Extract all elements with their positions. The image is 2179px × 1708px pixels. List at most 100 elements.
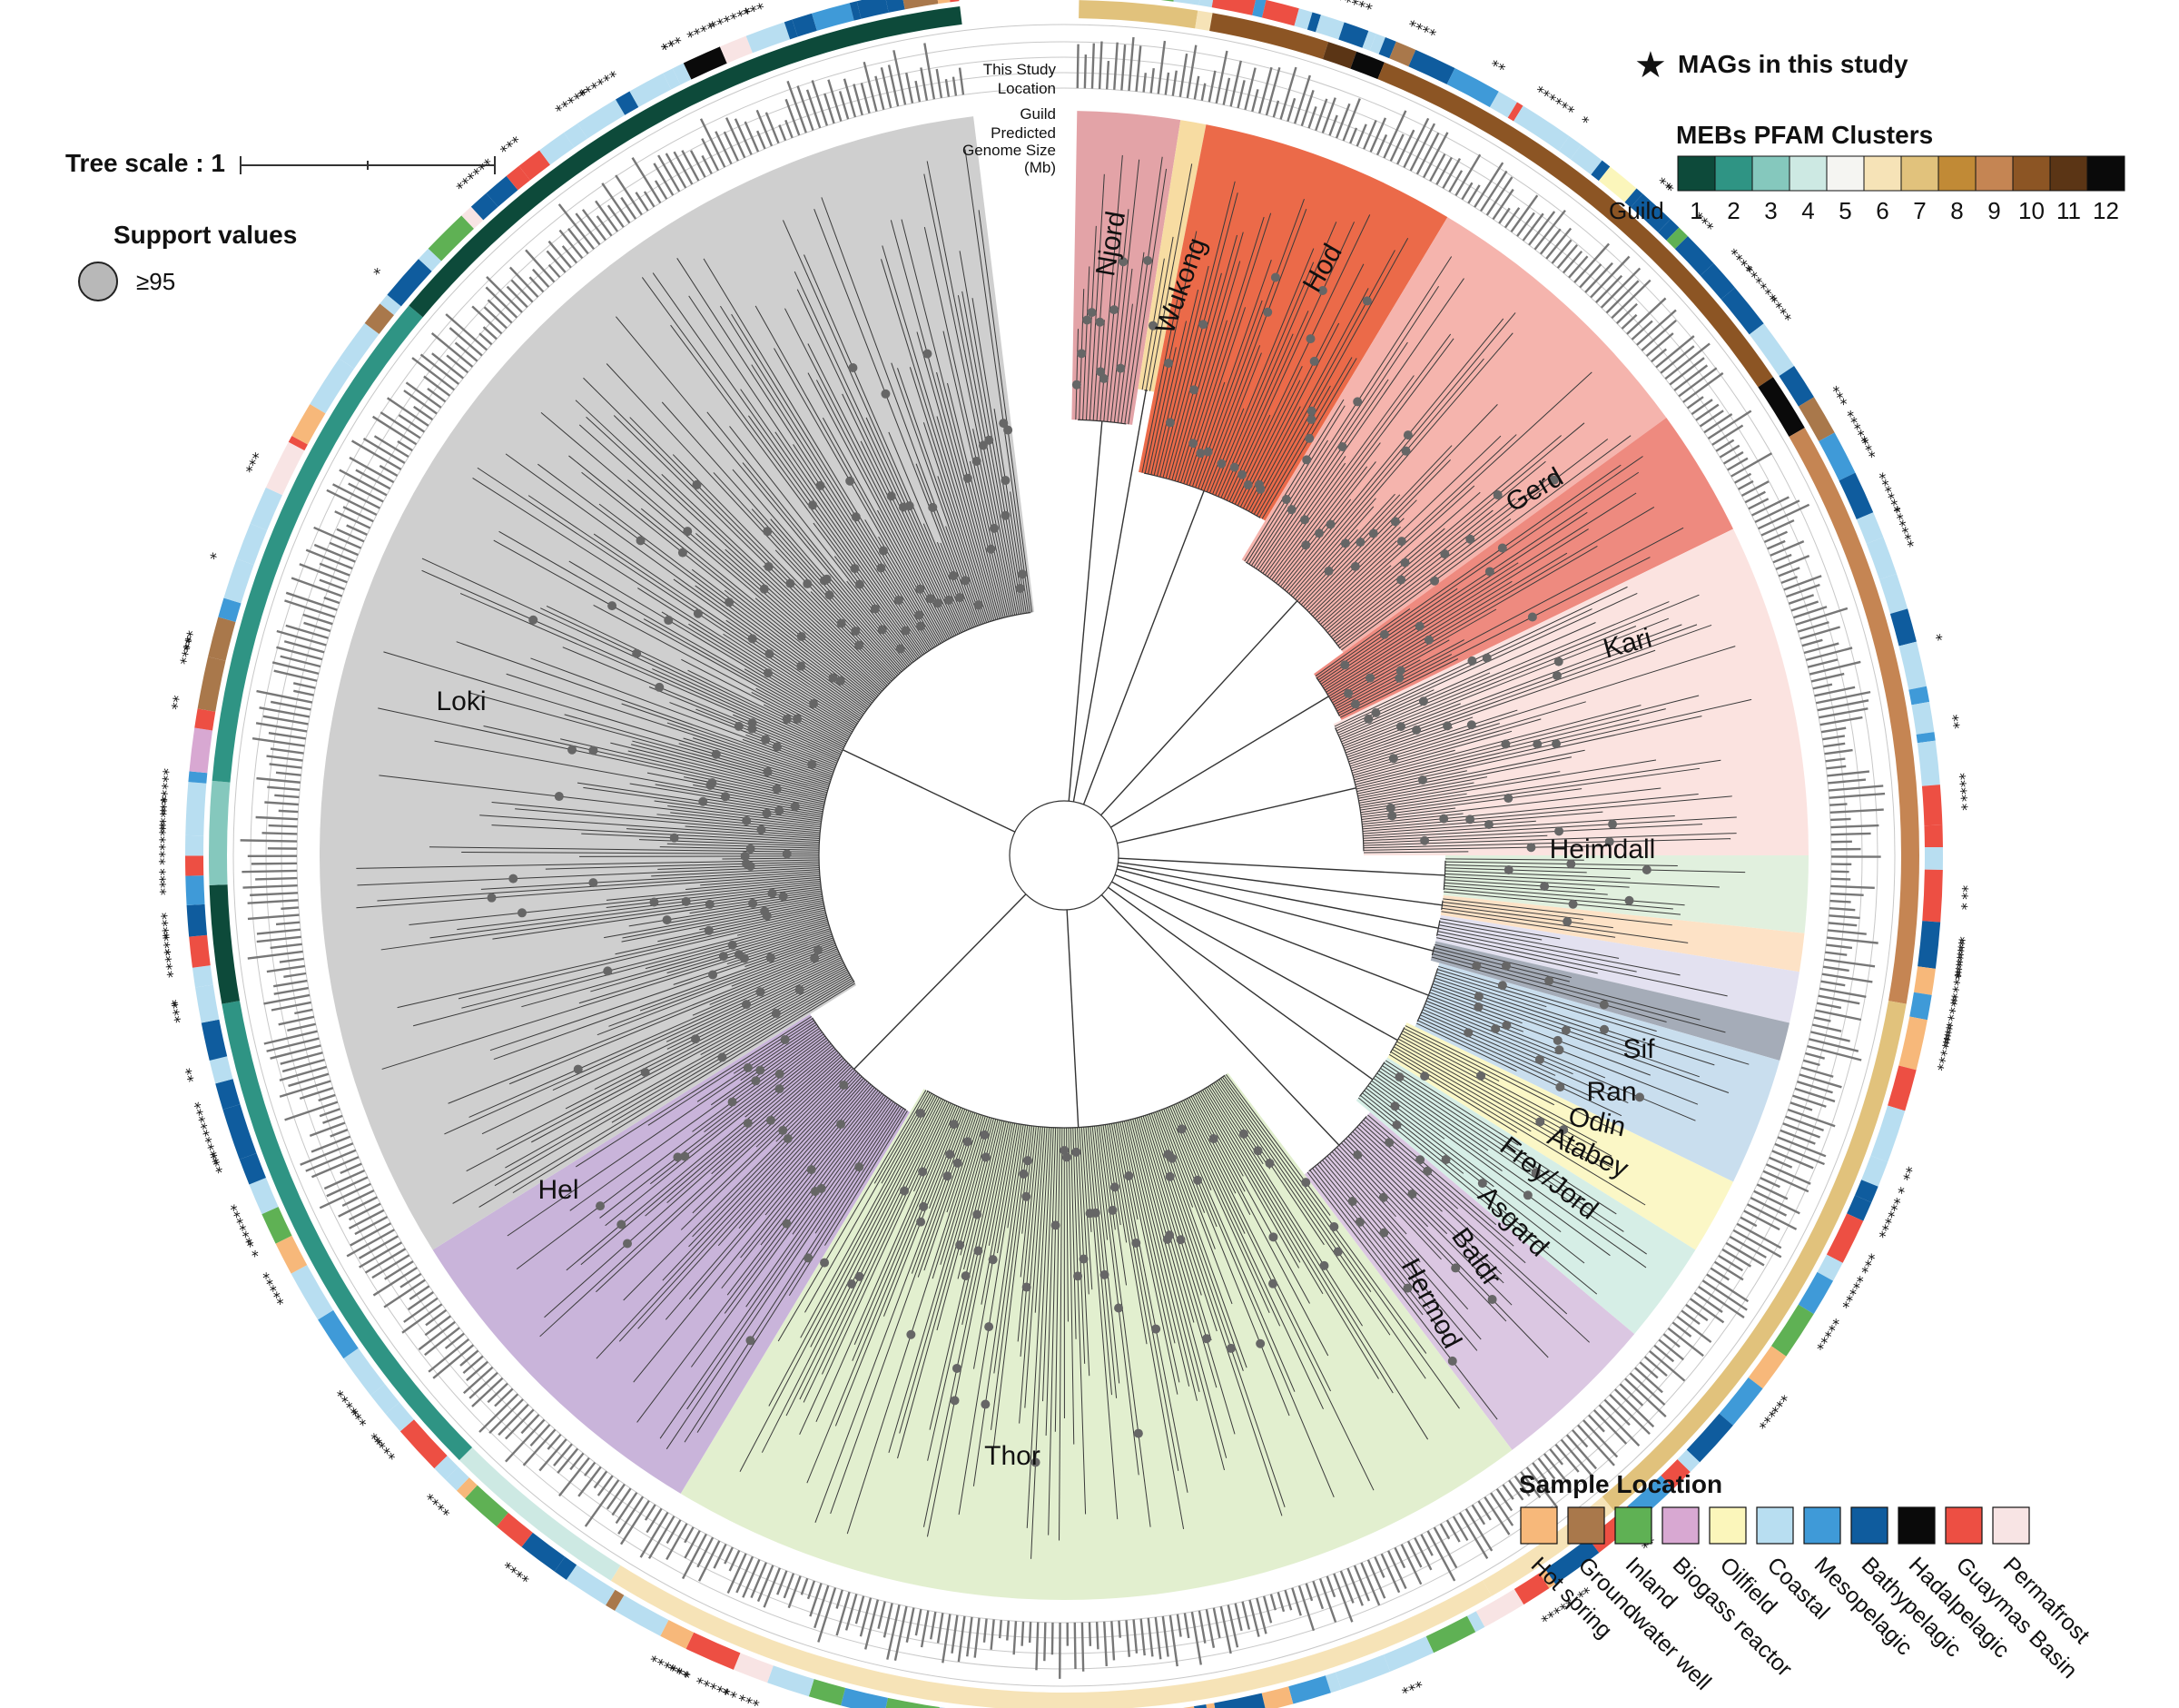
svg-text:******: ****** xyxy=(156,822,174,865)
star-legend-label: MAGs in this study xyxy=(1678,50,1908,78)
svg-text:**: ** xyxy=(1895,1162,1916,1182)
clade-label-hel: Hel xyxy=(537,1175,578,1205)
svg-text:**: ** xyxy=(168,695,187,712)
svg-text:*****: ***** xyxy=(156,795,175,833)
guild-number-1: 1 xyxy=(1690,197,1702,224)
svg-text:***: *** xyxy=(168,1000,189,1024)
guild-swatch-10 xyxy=(2012,155,2051,192)
location-swatch-hadalpelagic xyxy=(1898,1506,1936,1545)
svg-text:**: ** xyxy=(1944,714,1963,731)
clade-label-sif: Sif xyxy=(1622,1034,1655,1064)
svg-text:*****: ***** xyxy=(1335,0,1375,18)
svg-text:*****: ***** xyxy=(1809,1313,1843,1353)
guild-number-11: 11 xyxy=(2056,197,2081,224)
svg-text:*****: ***** xyxy=(1839,408,1872,448)
svg-text:*: * xyxy=(1953,803,1970,811)
svg-text:******: ****** xyxy=(707,4,754,35)
location-swatch-inland xyxy=(1614,1506,1652,1545)
svg-text:***: *** xyxy=(737,1686,764,1708)
svg-text:**: ** xyxy=(1954,884,1972,900)
svg-text:****: **** xyxy=(501,1555,535,1586)
ring-labels: This Study Location Guild Predicted Geno… xyxy=(962,61,1056,176)
guild-number-4: 4 xyxy=(1801,197,1814,224)
svg-text:*: * xyxy=(1928,632,1946,643)
ring-label-mb: (Mb) xyxy=(1024,159,1056,176)
svg-text:*: * xyxy=(775,1700,788,1708)
svg-text:**: ** xyxy=(658,36,679,58)
ring-label-guild: Guild xyxy=(1020,105,1056,123)
tree-hub xyxy=(860,651,1268,1060)
location-swatch-mesopelagic xyxy=(1803,1506,1841,1545)
ring-label-predicted: Predicted xyxy=(991,124,1056,142)
svg-text:*: * xyxy=(1889,1183,1908,1196)
svg-text:******: ****** xyxy=(158,912,179,956)
location-swatch-groundwater-well xyxy=(1567,1506,1605,1545)
genome-size-ring xyxy=(232,24,1896,1687)
ring-label-location: Location xyxy=(998,80,1056,97)
location-swatch-oilfield xyxy=(1709,1506,1747,1545)
guild-legend-title: MEBs PFAM Clusters xyxy=(1676,121,1933,149)
location-ring xyxy=(185,0,1943,1708)
svg-text:*****: ***** xyxy=(157,767,177,805)
svg-text:***: *** xyxy=(1935,1022,1956,1047)
svg-text:****: **** xyxy=(423,1486,456,1519)
svg-text:*: * xyxy=(206,550,225,563)
svg-text:***: *** xyxy=(180,629,202,655)
guild-swatch-4 xyxy=(1789,155,1828,192)
guild-swatch-3 xyxy=(1751,155,1790,192)
clade-wedge-hel xyxy=(432,1013,911,1494)
svg-text:**: ** xyxy=(156,881,174,896)
clade-wedge-odin xyxy=(1435,914,1799,1023)
svg-text:*: * xyxy=(1943,995,1961,1005)
svg-text:*: * xyxy=(168,998,186,1008)
guild-swatch-2 xyxy=(1714,155,1753,192)
star-legend: ★ MAGs in this study xyxy=(1634,44,1908,86)
svg-text:******: ****** xyxy=(1301,1702,1347,1708)
support-node-swatch xyxy=(78,262,118,301)
svg-text:**: ** xyxy=(156,868,173,883)
guild-number-6: 6 xyxy=(1876,197,1888,224)
tree-scale-label: Tree scale : 1 xyxy=(65,149,225,177)
svg-text:***: *** xyxy=(497,133,525,160)
guild-number-8: 8 xyxy=(1950,197,1963,224)
ring-label-this-study: This Study xyxy=(983,61,1057,78)
clade-label-thor: Thor xyxy=(984,1441,1040,1471)
support-nodes xyxy=(487,255,1652,1467)
svg-text:**: ** xyxy=(182,1065,202,1083)
svg-text:******: ****** xyxy=(648,1647,695,1682)
svg-text:***: *** xyxy=(161,947,181,971)
clade-wedge-kari xyxy=(1314,418,1734,720)
svg-text:*: * xyxy=(160,931,178,940)
svg-text:*****: ***** xyxy=(1947,938,1967,976)
clade-wedge-asgard xyxy=(1387,1022,1734,1250)
clade-wedge-njord xyxy=(1071,111,1181,425)
ring-label-genome-size: Genome Size xyxy=(962,142,1056,159)
clade-wedge-atabey xyxy=(1430,941,1790,1061)
star-icon: ★ xyxy=(1634,44,1667,86)
svg-text:******: ****** xyxy=(227,1200,261,1248)
guild-number-9: 9 xyxy=(1987,197,2000,224)
svg-text:**: ** xyxy=(666,1656,687,1678)
location-swatch-bathypelagic xyxy=(1850,1506,1888,1545)
guild-swatch-12 xyxy=(2086,155,2125,192)
guild-swatch-5 xyxy=(1826,155,1865,192)
svg-text:*****: ***** xyxy=(259,1268,291,1308)
svg-text:******: ****** xyxy=(1871,1193,1905,1240)
svg-text:***: *** xyxy=(658,34,685,59)
support-values-title: Support values xyxy=(113,221,297,249)
clade-label-ran: Ran xyxy=(1586,1077,1636,1107)
svg-text:*: * xyxy=(1576,113,1592,131)
guild-swatch-7 xyxy=(1900,155,1939,192)
support-values-legend: Support values ≥95 xyxy=(78,221,297,301)
svg-text:****: **** xyxy=(1405,16,1439,44)
location-swatch-guaymas-basin xyxy=(1945,1506,1983,1545)
clade-wedge-thor xyxy=(680,1072,1513,1600)
svg-text:*: * xyxy=(157,806,174,815)
guild-number-3: 3 xyxy=(1764,197,1777,224)
location-legend-title: Sample Location xyxy=(1519,1470,1722,1498)
guild-legend-row-label: Guild xyxy=(1609,197,1664,224)
guild-swatch-9 xyxy=(1975,155,2014,192)
svg-text:******: ****** xyxy=(1886,504,1918,551)
support-values-threshold: ≥95 xyxy=(136,268,175,295)
